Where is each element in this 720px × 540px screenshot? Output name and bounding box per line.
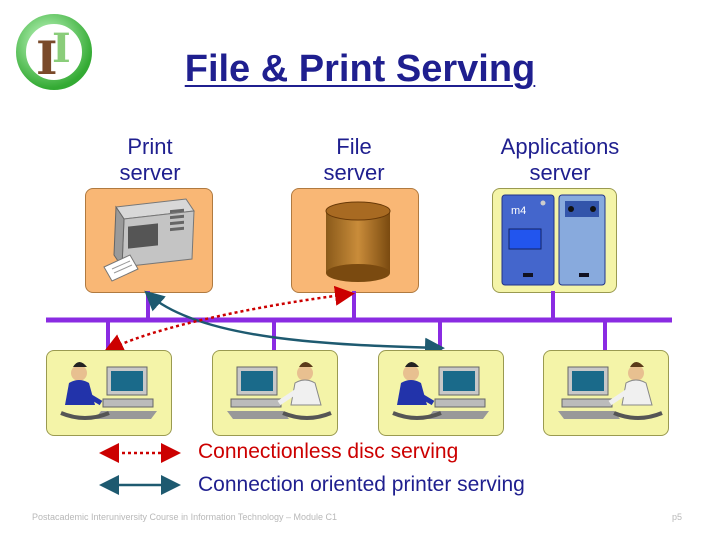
applications-server-label: Applications server (470, 134, 650, 186)
print-server-label-line2: server (119, 160, 181, 185)
person-at-computer-icon (227, 362, 332, 420)
applications-server-label-line1: Applications (500, 134, 620, 159)
file-server-label-line1: File (336, 134, 372, 159)
person-at-computer-icon (60, 362, 157, 420)
file-server-label-line2: server (323, 160, 385, 185)
disk-cylinder-icon (325, 201, 391, 282)
file-server-label: File server (294, 134, 414, 186)
app-server-tag: m4 (511, 205, 526, 217)
workstation-3 (378, 350, 504, 436)
print-server-label: Print server (90, 134, 210, 186)
footer-course-text: Postacademic Interuniversity Course in I… (32, 512, 337, 522)
person-at-computer-icon (392, 362, 489, 420)
page-title: File & Print Serving (184, 48, 536, 90)
printer-icon (103, 198, 195, 282)
legend-connection-oriented-label: Connection oriented printer serving (198, 473, 525, 496)
svg-text:I: I (52, 25, 71, 72)
ii-logo-icon: I I (16, 14, 92, 90)
server-cabinet-icon: m4 (501, 194, 606, 286)
legend-connectionless-label: Connectionless disc serving (198, 440, 459, 463)
page-number: p5 (672, 512, 683, 522)
svg-text:I: I (36, 31, 58, 85)
print-server-box (85, 188, 213, 293)
file-server-box (291, 188, 419, 293)
workstation-2 (212, 350, 338, 436)
workstation-4 (543, 350, 669, 436)
applications-server-box: m4 (492, 188, 617, 293)
person-at-computer-icon (558, 362, 663, 420)
print-server-label-line1: Print (127, 134, 173, 159)
applications-server-label-line2: server (529, 160, 591, 185)
workstation-1 (46, 350, 172, 436)
